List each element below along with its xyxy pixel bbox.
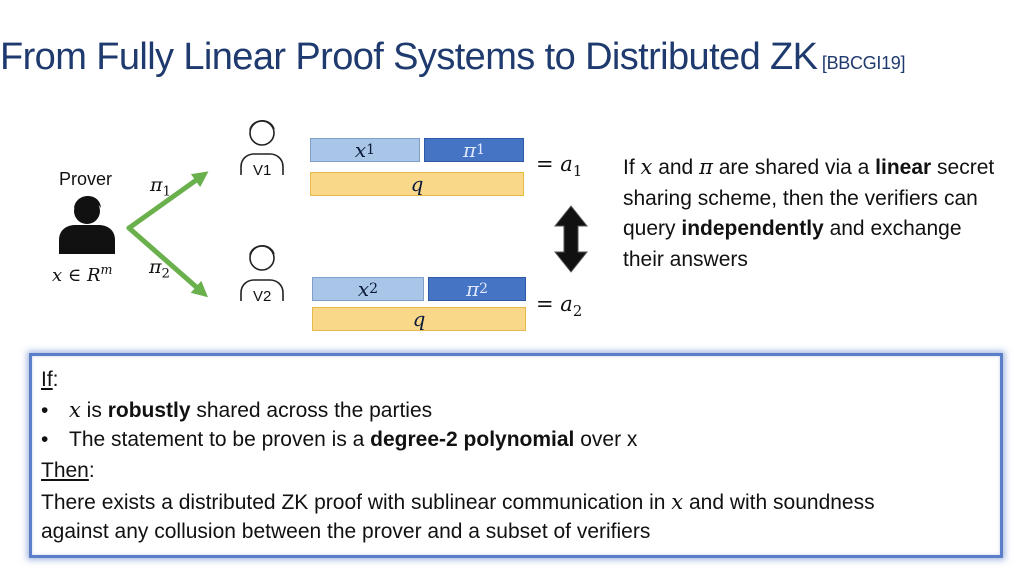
query1-box: q (310, 172, 524, 196)
send-arrows (126, 171, 209, 298)
prover-label: Prover (59, 169, 113, 189)
answer2: = a2 (536, 292, 583, 321)
verifier1-label: V1 (253, 162, 272, 179)
pi2-label: π2 (149, 256, 170, 282)
arrow-to-v2 (126, 225, 209, 298)
prover-icon (59, 196, 115, 254)
verifier2-label: V2 (253, 288, 272, 305)
if-heading: If: (41, 368, 59, 391)
pi1-label: π1 (150, 174, 171, 200)
verifier1-icon (240, 120, 284, 175)
condition-1: •x is robustly shared across the parties (41, 398, 433, 422)
citation: [BBCGI19] (821, 53, 906, 73)
query2-box: q (312, 307, 526, 331)
exchange-arrow-icon (553, 205, 589, 273)
verifier2-icon (240, 245, 284, 301)
then-heading: Then: (41, 459, 95, 482)
answer1: = a1 (536, 152, 583, 181)
arrow-to-v1 (126, 171, 209, 231)
conclusion-line-1: There exists a distributed ZK proof with… (41, 490, 875, 514)
conclusion-line-2: against any collusion between the prover… (41, 520, 651, 543)
condition-2: •The statement to be proven is a degree-… (41, 428, 638, 451)
prover-input: x ∈ Rm (52, 262, 113, 286)
slide-title: From Fully Linear Proof Systems to Distr… (0, 36, 818, 78)
slide-title-row: From Fully Linear Proof Systems to Distr… (0, 36, 1024, 79)
theorem-box: If: •x is robustly shared across the par… (29, 353, 1003, 558)
side-note: If x and π are shared via a linear secre… (623, 155, 995, 271)
